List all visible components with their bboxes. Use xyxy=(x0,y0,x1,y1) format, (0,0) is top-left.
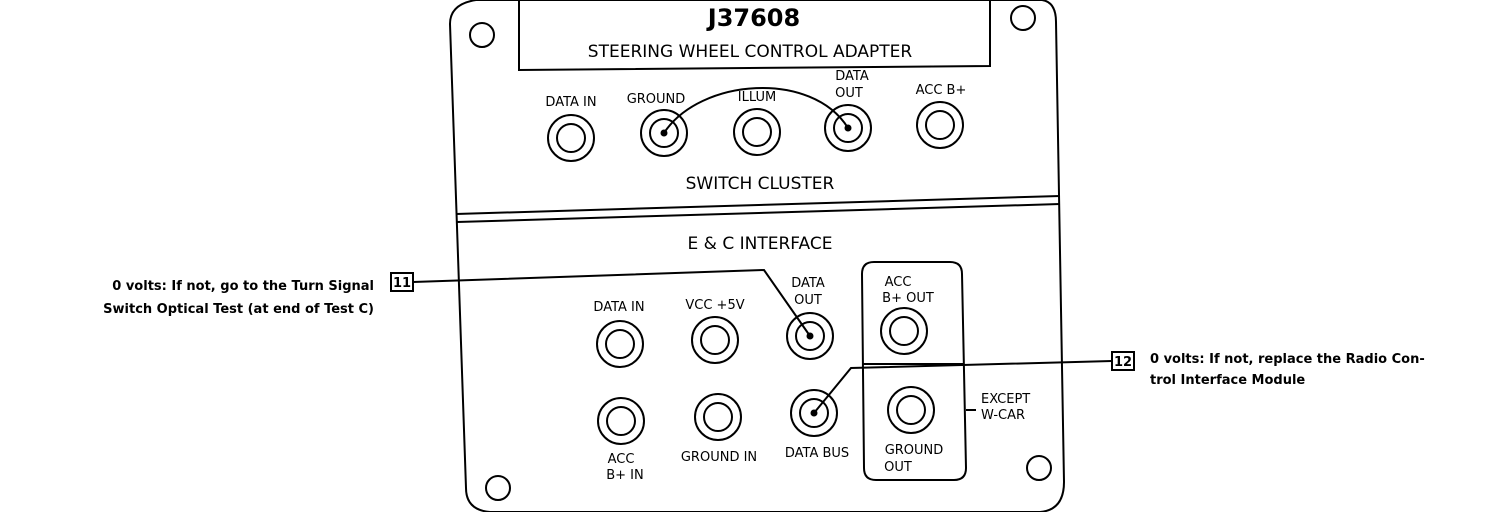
if-jack-acc-b-out xyxy=(880,307,928,355)
if-jack-data-in xyxy=(596,320,644,368)
if-ground-out-label-2: OUT xyxy=(884,460,912,475)
sc-jack-data-out xyxy=(824,104,872,152)
if-ground-out-label-1: GROUND xyxy=(885,443,944,458)
if-acc-b-in-label-2: B+ IN xyxy=(606,468,644,483)
part-number: J37608 xyxy=(706,4,800,32)
if-data-in-label: DATA IN xyxy=(593,300,644,315)
sc-acc-b-label: ACC B+ xyxy=(916,83,967,98)
callout-11-line2: Switch Optical Test (at end of Test C) xyxy=(103,302,374,317)
title-plate xyxy=(518,0,991,72)
adapter-name: STEERING WHEEL CONTROL ADAPTER xyxy=(588,42,913,62)
sc-jack-illum xyxy=(733,108,781,156)
callout-12-leader xyxy=(813,360,1113,414)
except-label-1: EXCEPT xyxy=(981,392,1030,407)
if-jack-ground-in xyxy=(694,393,742,441)
if-data-out-label-1: DATA xyxy=(791,276,825,291)
interface-title: E & C INTERFACE xyxy=(688,234,833,254)
section-divider-top xyxy=(455,195,1061,215)
jumper-wire xyxy=(663,87,849,134)
section-divider-bottom xyxy=(456,203,1061,223)
sc-jack-data-in xyxy=(547,114,595,162)
if-acc-b-out-label-1: ACC xyxy=(885,275,912,290)
if-ground-in-label: GROUND IN xyxy=(681,450,757,465)
mounting-hole-bottom-left xyxy=(485,475,511,501)
callout-12-number: 12 xyxy=(1114,355,1132,370)
except-w-car-box xyxy=(860,261,968,481)
except-label-2: W-CAR xyxy=(981,408,1025,423)
callout-11-number: 11 xyxy=(393,276,411,291)
mounting-hole-top-right xyxy=(1010,5,1036,31)
if-acc-b-out-label-2: B+ OUT xyxy=(882,291,934,306)
if-data-bus-label: DATA BUS xyxy=(785,446,849,461)
sc-illum-label: ILLUM xyxy=(738,90,776,105)
switch-cluster-title: SWITCH CLUSTER xyxy=(686,174,835,194)
sc-data-in-label: DATA IN xyxy=(545,95,596,110)
callout-11-leader xyxy=(412,268,811,337)
sc-jack-acc-b xyxy=(916,101,964,149)
if-vcc-label: VCC +5V xyxy=(685,298,744,313)
if-jack-acc-b-in xyxy=(597,397,645,445)
if-data-out-label-2: OUT xyxy=(794,293,822,308)
mounting-hole-bottom-right xyxy=(1026,455,1052,481)
sc-ground-label: GROUND xyxy=(627,92,686,107)
callout-12-line2: trol Interface Module xyxy=(1150,373,1305,388)
callout-12-line1: 0 volts: If not, replace the Radio Con- xyxy=(1150,352,1425,367)
sc-data-out-label-1: DATA xyxy=(835,69,869,84)
sc-data-out-label-2: OUT xyxy=(835,86,863,101)
adapter-panel xyxy=(448,0,1066,513)
if-jack-ground-out xyxy=(887,386,935,434)
if-jack-vcc xyxy=(691,316,739,364)
callout-11-line1: 0 volts: If not, go to the Turn Signal xyxy=(112,279,374,294)
if-acc-b-in-label-1: ACC xyxy=(608,452,635,467)
mounting-hole-top-left xyxy=(469,22,495,48)
sc-jack-ground xyxy=(640,109,688,157)
